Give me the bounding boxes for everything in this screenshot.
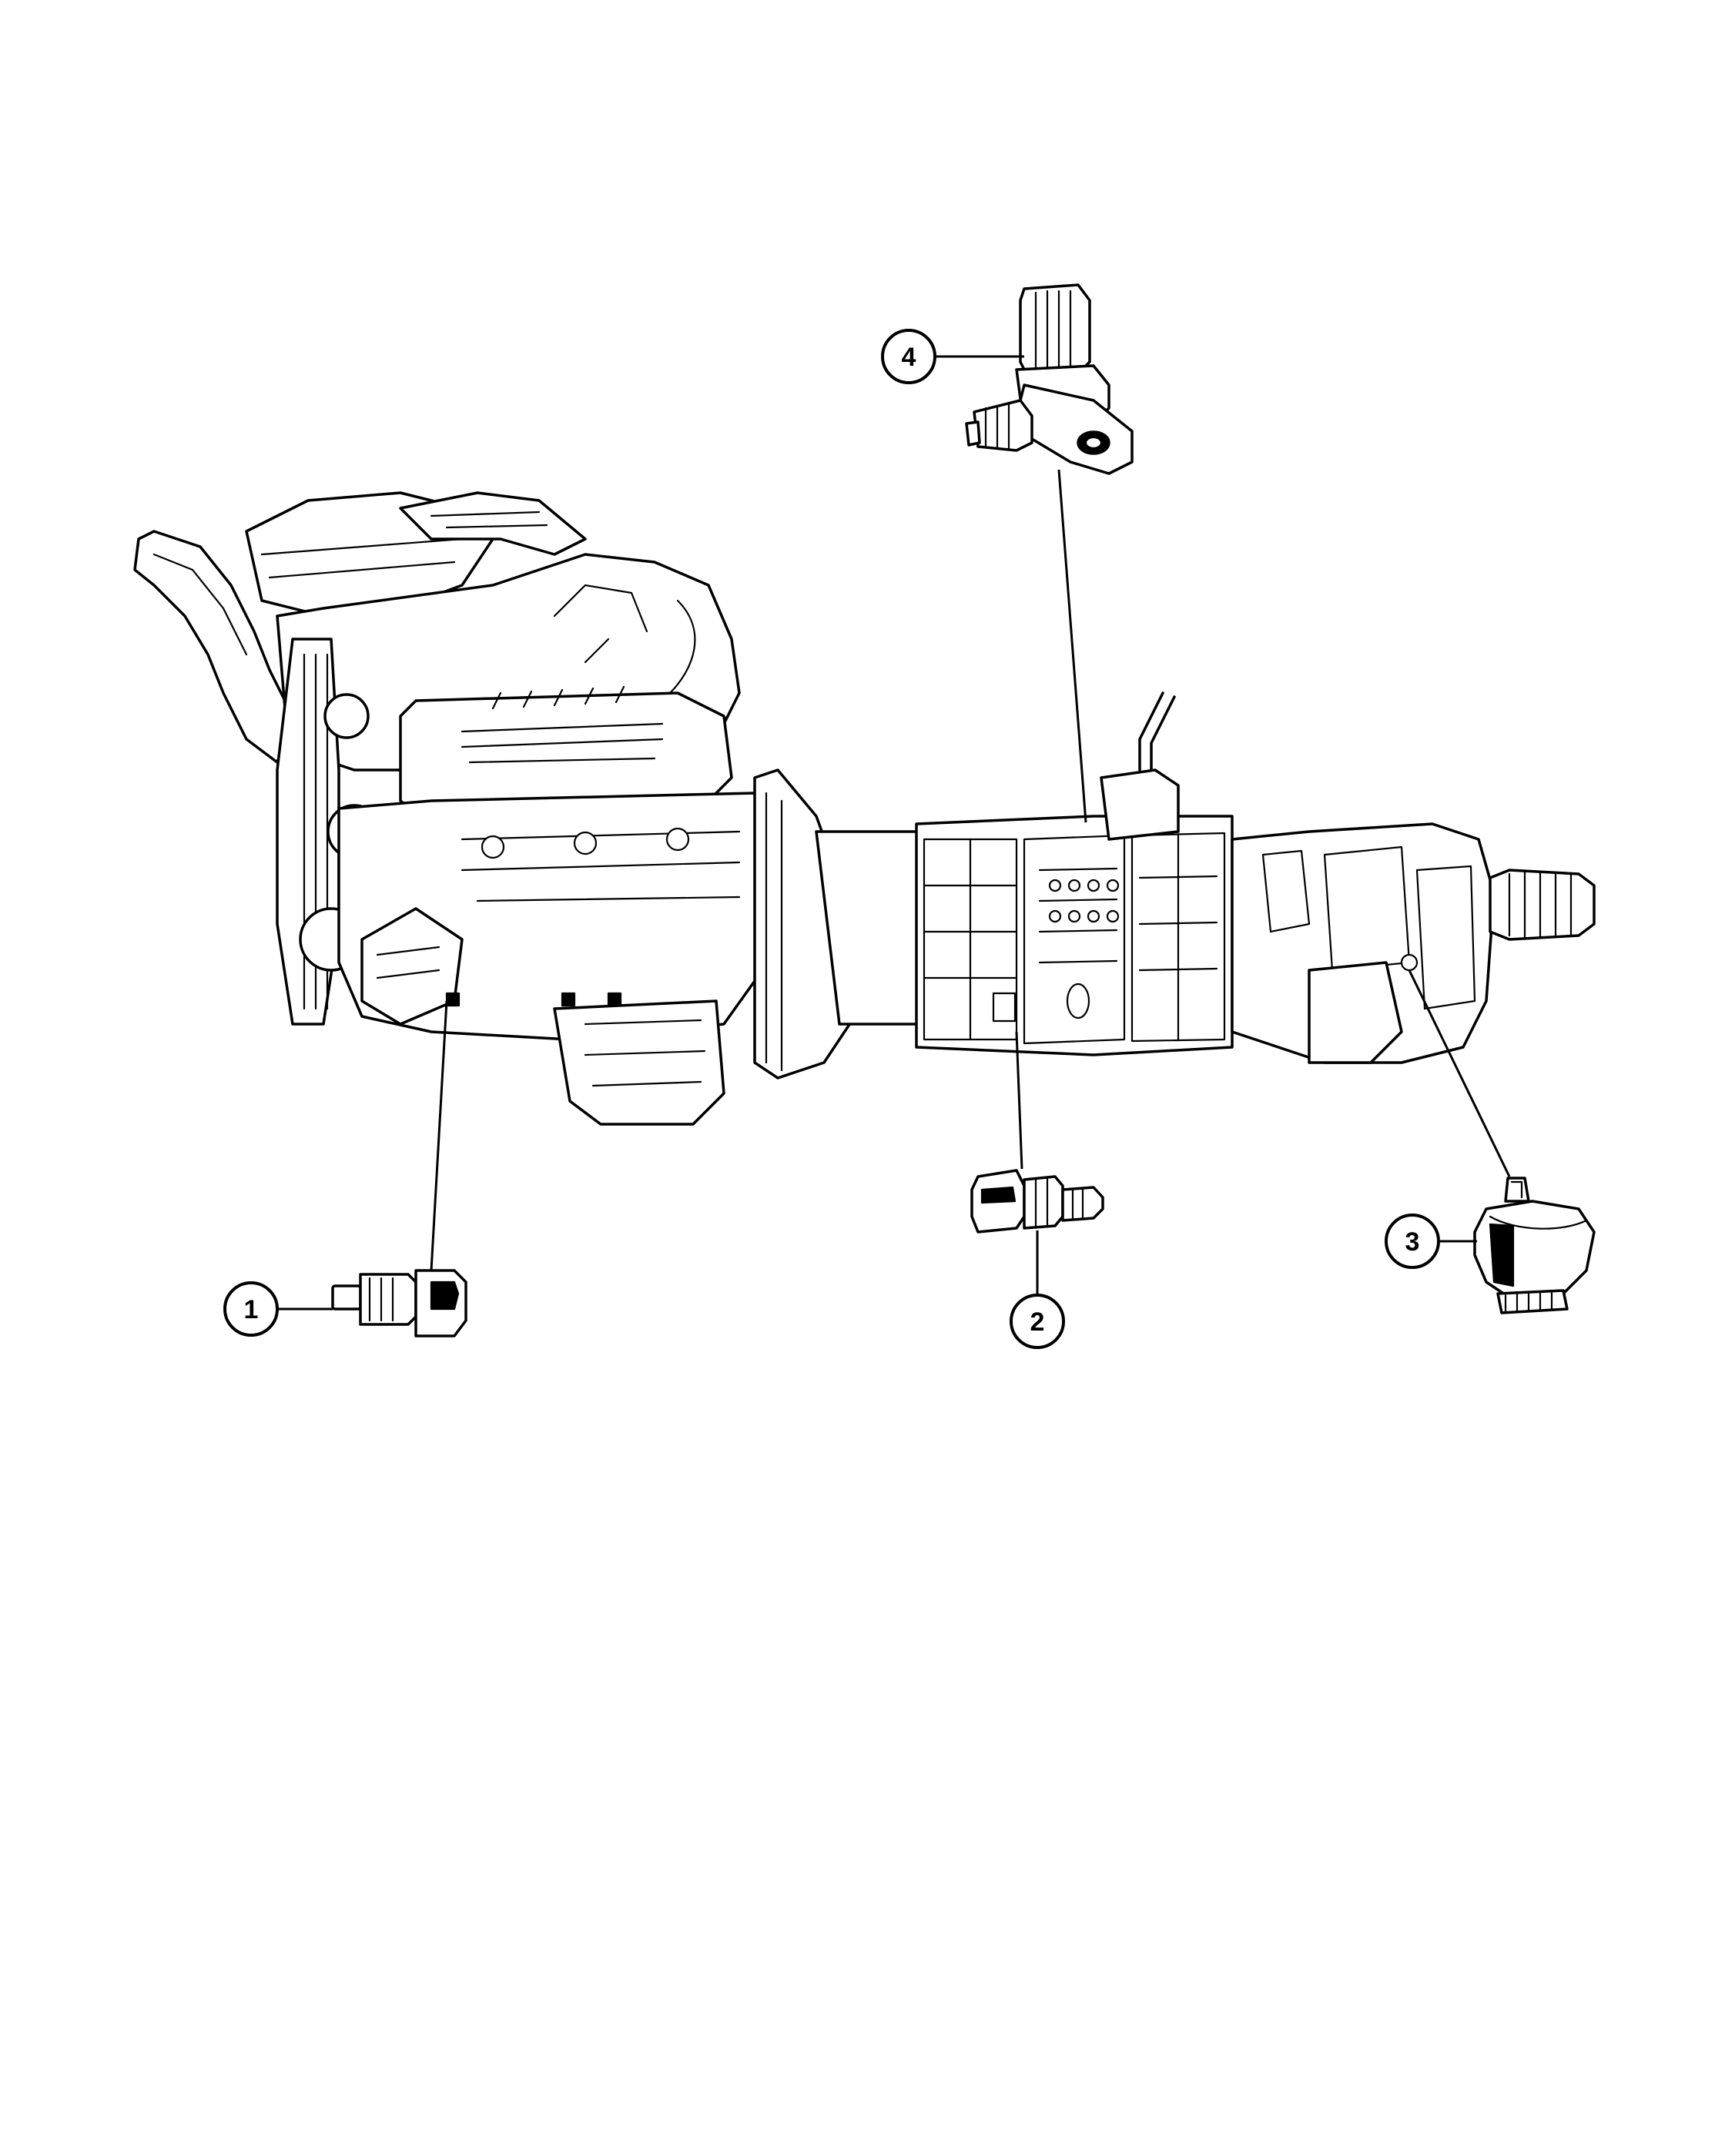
leader-4-to-trans <box>1057 469 1087 823</box>
callout-2-label: 2 <box>1030 1307 1045 1337</box>
part-2-sensor <box>970 1169 1104 1234</box>
part-1-sensor <box>331 1269 467 1337</box>
part-4-sensor <box>965 283 1134 475</box>
engine-assembly <box>133 491 772 1126</box>
callout-4: 4 <box>881 329 936 384</box>
callout-3-label: 3 <box>1405 1227 1420 1257</box>
callout-1-label: 1 <box>244 1295 259 1324</box>
leader-lines <box>277 355 1511 1311</box>
transmission <box>915 691 1234 1056</box>
leader-1-to-engine <box>430 1000 448 1271</box>
bellhousing <box>753 768 926 1080</box>
leader-2-to-trans <box>1015 1031 1023 1170</box>
callout-2: 2 <box>1010 1294 1065 1349</box>
leader-3-to-tcase <box>1408 969 1511 1177</box>
callout-4-label: 4 <box>902 343 916 372</box>
callout-3: 3 <box>1385 1214 1440 1269</box>
part-3-switch <box>1473 1177 1596 1314</box>
transfer-case <box>1231 822 1596 1064</box>
callout-1: 1 <box>223 1281 279 1337</box>
transmission-bolt-row <box>1048 879 1120 923</box>
